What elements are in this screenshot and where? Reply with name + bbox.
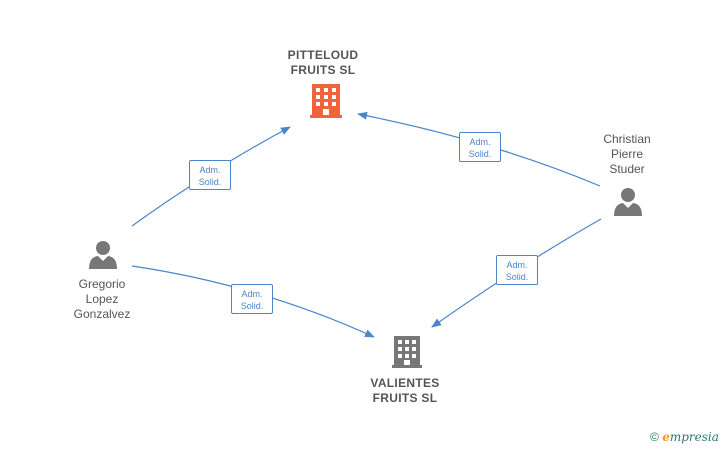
relation-label: Adm. Solid. xyxy=(231,284,273,314)
building-icon[interactable] xyxy=(310,84,342,118)
relation-label-line1: Adm. xyxy=(469,137,491,147)
relation-label: Adm. Solid. xyxy=(459,132,501,162)
relation-label: Adm. Solid. xyxy=(496,255,538,285)
person-label-christian[interactable]: Christian Pierre Studer xyxy=(603,132,651,176)
relation-label-line2: Solid. xyxy=(240,301,264,311)
relation-label-line2: Solid. xyxy=(505,272,529,282)
relation-label-line1: Adm. xyxy=(241,289,263,299)
building-icon[interactable] xyxy=(392,336,422,368)
brand-rest: mpresia xyxy=(669,430,719,444)
relation-label-line2: Solid. xyxy=(198,177,222,187)
company-label-valientes[interactable]: VALIENTES FRUITS SL xyxy=(370,376,440,405)
brand-logo: empresia xyxy=(662,430,719,444)
company-label-pitteloud[interactable]: PITTELOUD FRUITS SL xyxy=(287,48,359,77)
relation-label-line2: Solid. xyxy=(468,149,492,159)
relation-label-line1: Adm. xyxy=(199,165,221,175)
person-icon[interactable] xyxy=(614,188,642,216)
person-icon[interactable] xyxy=(89,241,117,269)
relation-label-line1: Adm. xyxy=(506,260,528,270)
copyright-symbol: © xyxy=(650,430,659,444)
person-label-gregorio[interactable]: Gregorio Lopez Gonzalvez xyxy=(73,277,131,321)
relation-label: Adm. Solid. xyxy=(189,160,231,190)
empresia-watermark: © empresia xyxy=(650,430,719,444)
brand-initial: e xyxy=(662,430,670,444)
